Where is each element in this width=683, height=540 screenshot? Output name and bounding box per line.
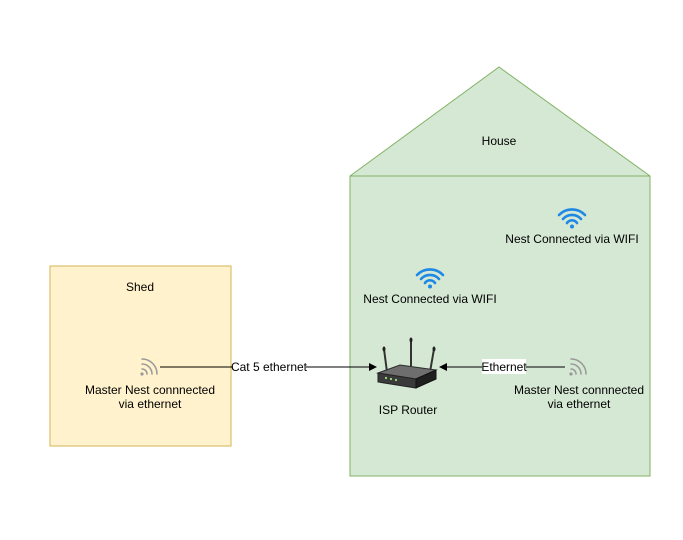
router-icon[interactable] bbox=[376, 337, 438, 389]
ethernet-connector-label: Ethernet bbox=[481, 360, 527, 374]
shed-title: Shed bbox=[126, 280, 154, 294]
shed-box[interactable] bbox=[49, 265, 232, 447]
wireless-signal-icon bbox=[140, 358, 158, 376]
nest-wifi-label-upper: Nest Connected via WIFI bbox=[505, 232, 638, 246]
router-label: ISP Router bbox=[379, 403, 437, 417]
wireless-signal-icon bbox=[569, 358, 587, 376]
wifi-icon bbox=[415, 268, 445, 289]
wifi-icon bbox=[557, 208, 587, 229]
house-title: House bbox=[482, 134, 517, 148]
cat5-label-bg bbox=[233, 359, 306, 374]
shed-master-nest-label-line2: via ethernet bbox=[119, 397, 182, 411]
nest-wifi-label-middle: Nest Connected via WIFI bbox=[363, 292, 496, 306]
house-master-nest-label-line1: Master Nest connnected bbox=[514, 383, 644, 397]
cat5-connector-label: Cat 5 ethernet bbox=[231, 360, 308, 374]
ethernet-label-bg bbox=[482, 359, 526, 374]
shed-master-nest-label-line1: Master Nest connnected bbox=[85, 383, 215, 397]
house-master-nest-label-line2: via ethernet bbox=[548, 397, 611, 411]
